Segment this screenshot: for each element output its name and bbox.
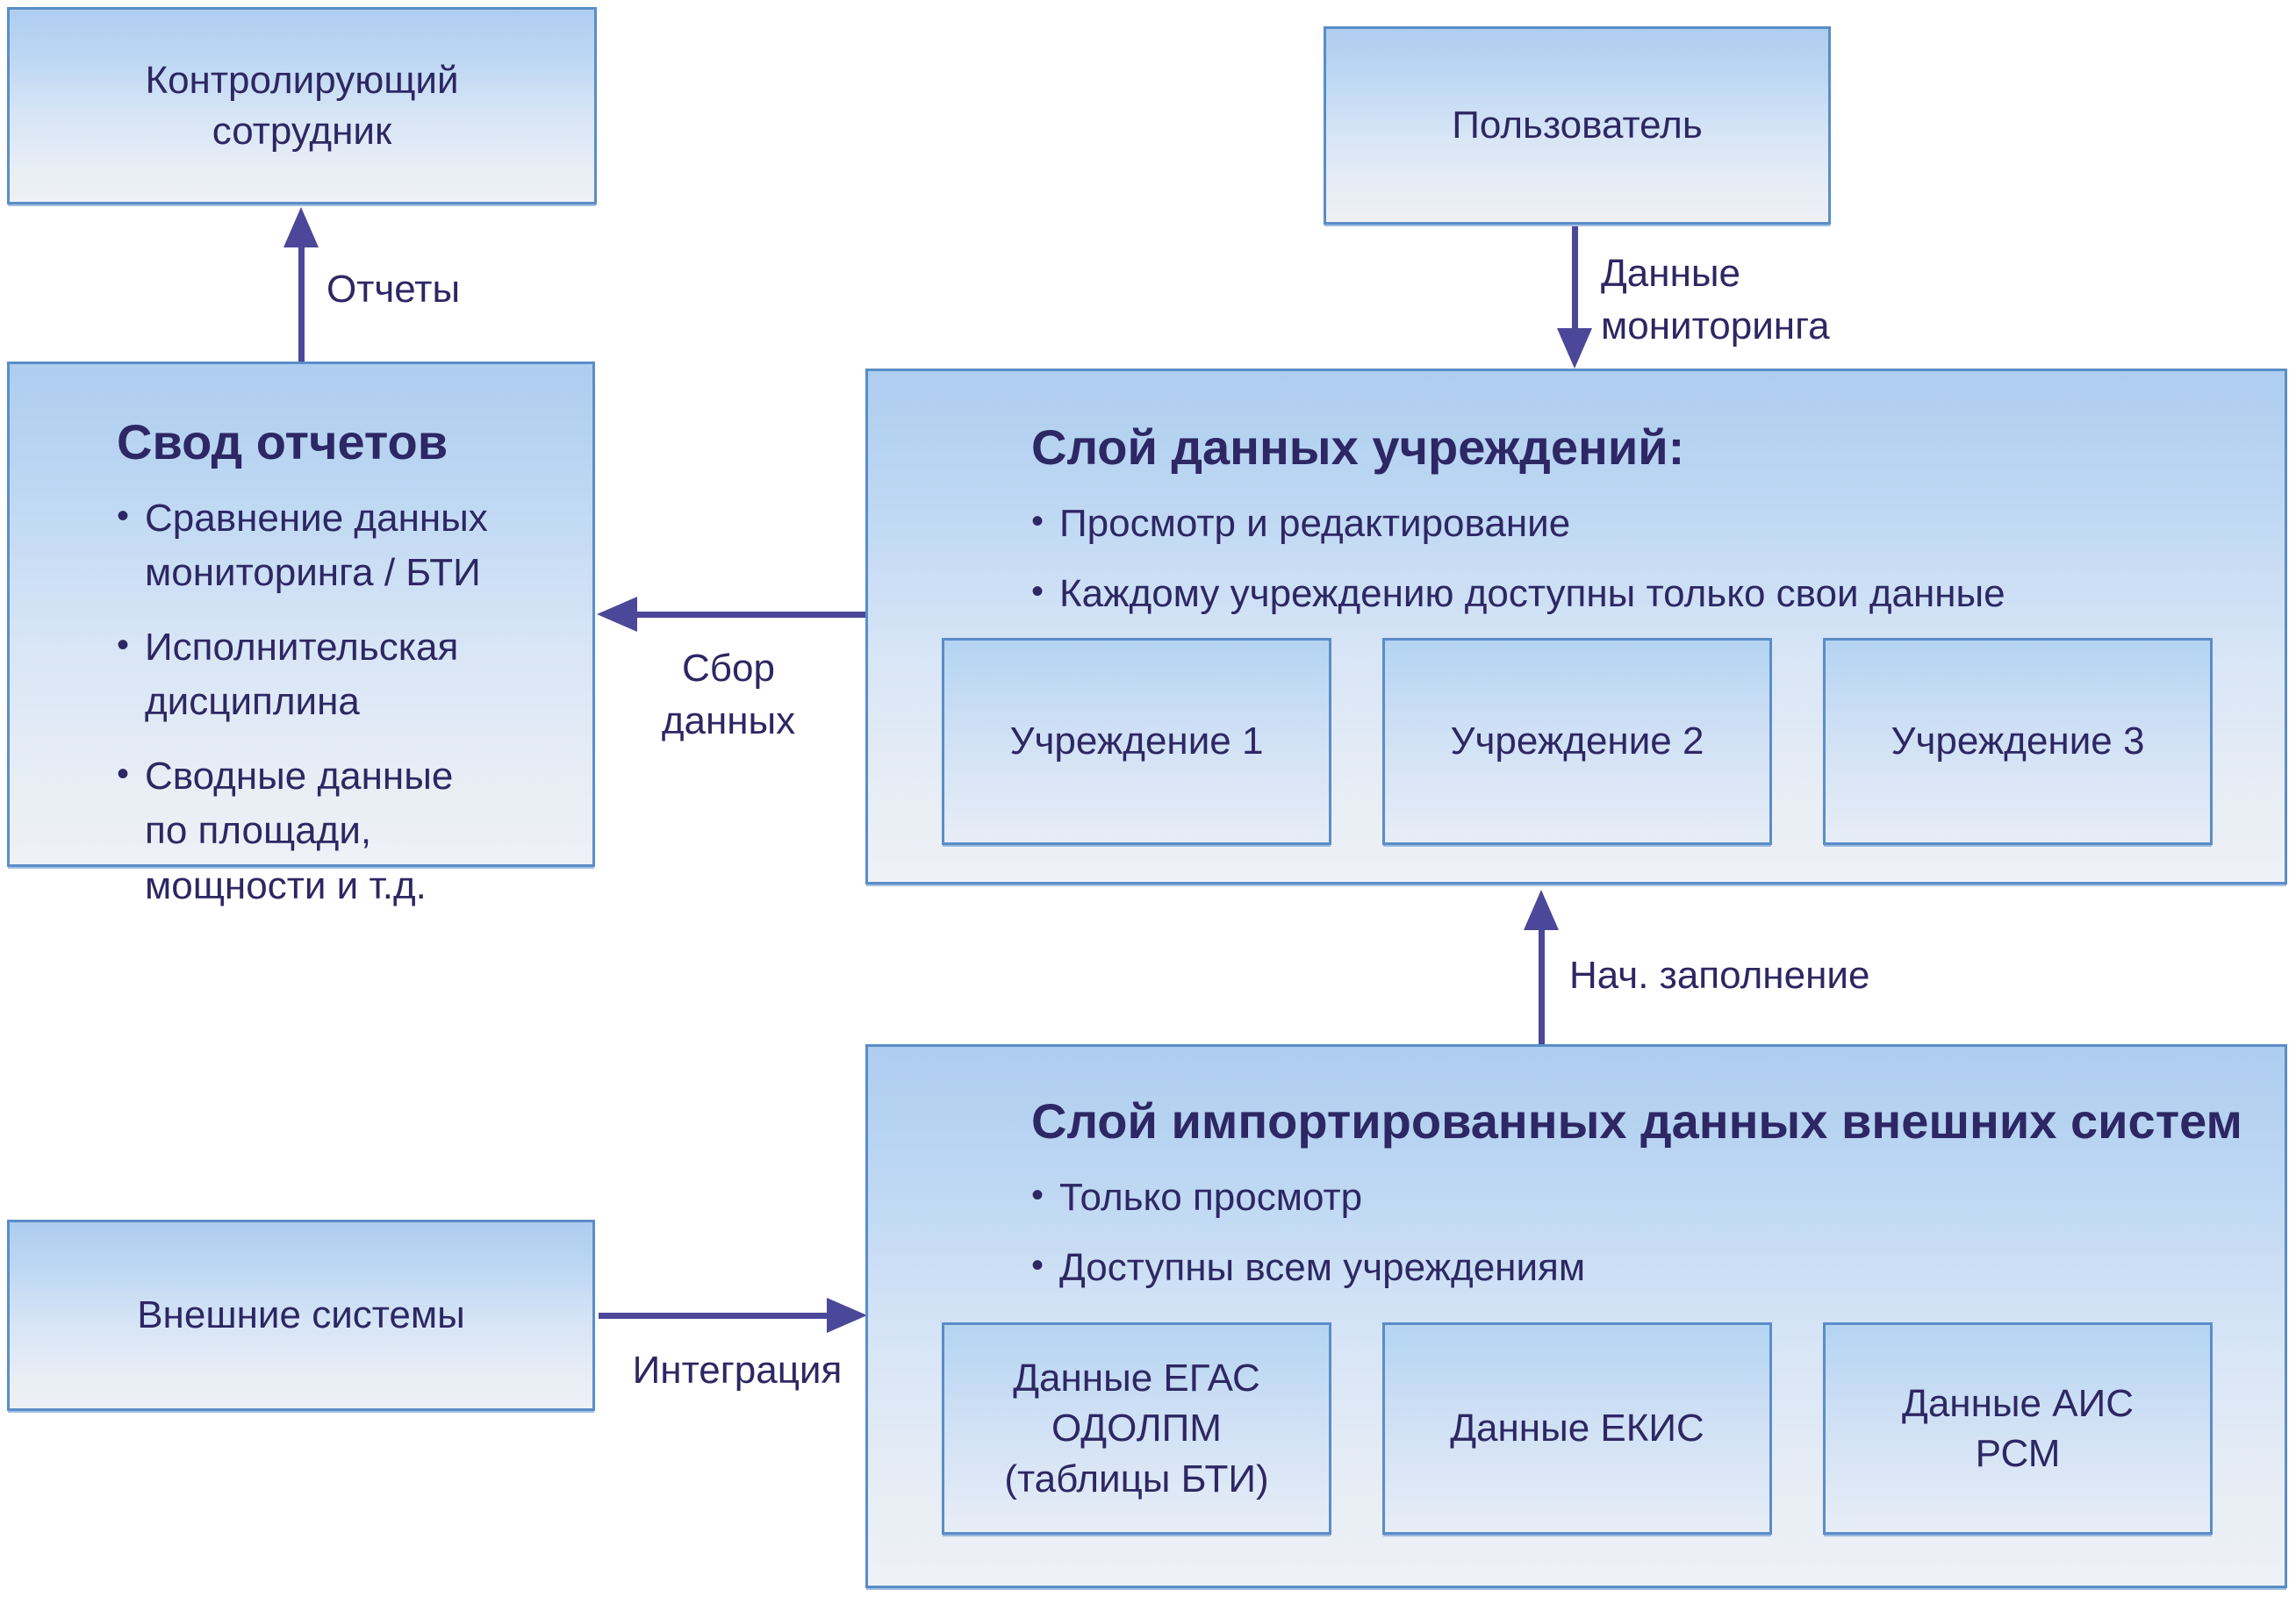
node-institution-3-label: Учреждение 3 xyxy=(1891,720,2145,763)
node-user: Пользователь xyxy=(1324,26,1831,225)
bullet-dot: • xyxy=(117,625,130,664)
bullet-text: Исполнительская дисциплина xyxy=(145,625,459,724)
bullet-item: • Только просмотр xyxy=(1031,1171,2249,1225)
node-institution-2: Учреждение 2 xyxy=(1382,638,1772,845)
bullet-item: • Каждому учреждению доступны только сво… xyxy=(1031,567,2249,621)
arrow-monitoring-head-icon xyxy=(1557,328,1592,369)
bullet-text: Только просмотр xyxy=(1059,1176,1363,1219)
node-institution-layer-title: Слой данных учреждений: xyxy=(1031,419,1685,475)
bullet-dot: • xyxy=(1031,1246,1044,1285)
node-imported-layer-title: Слой импортированных данных внешних сист… xyxy=(1031,1093,2242,1149)
arrow-monitoring-line xyxy=(1572,226,1578,328)
bullet-dot: • xyxy=(1031,572,1044,612)
node-external-systems-label: Внешние системы xyxy=(137,1293,465,1337)
arrow-integration-line xyxy=(599,1313,827,1319)
institution-layer-bullets: • Просмотр и редактирование • Каждому уч… xyxy=(1031,497,2249,622)
arrow-reports-line xyxy=(298,246,305,362)
arrow-init-fill-line xyxy=(1539,928,1545,1044)
bullet-dot: • xyxy=(117,754,130,793)
arrow-integration-head-icon xyxy=(827,1298,867,1333)
node-imported-layer: Слой импортированных данных внешних сист… xyxy=(865,1044,2287,1588)
bullet-item: • Исполнительская дисциплина xyxy=(117,620,557,730)
bullet-text: Сравнение данных мониторинга / БТИ xyxy=(145,497,488,595)
node-report-summary: Свод отчетов • Сравнение данных монитори… xyxy=(7,362,595,907)
bullet-text: Сводные данные по площади, мощности и т.… xyxy=(145,754,454,907)
node-institution-3: Учреждение 3 xyxy=(1823,638,2213,845)
node-ais-rsm-data-label: Данные АИС РСМ xyxy=(1902,1381,2134,1475)
edge-label-integration: Интеграция xyxy=(632,1349,843,1392)
node-institution-layer: Слой данных учреждений: • Просмотр и ред… xyxy=(865,369,2287,884)
institution-children-row: Учреждение 1 Учреждение 2 Учреждение 3 xyxy=(942,638,2213,845)
arrow-reports-head-icon xyxy=(283,207,319,247)
bullet-dot: • xyxy=(1031,502,1044,541)
bullet-text: Доступны всем учреждениям xyxy=(1059,1246,1586,1290)
node-institution-2-label: Учреждение 2 xyxy=(1450,720,1704,763)
node-institution-1-label: Учреждение 1 xyxy=(1009,720,1264,763)
node-external-systems: Внешние системы xyxy=(7,1220,595,1411)
edge-label-monitoring: Данные мониторинга xyxy=(1601,252,1830,347)
node-controlling-employee-label: Контролирующий сотрудник xyxy=(145,59,459,153)
imported-layer-bullets: • Только просмотр • Доступны всем учрежд… xyxy=(1031,1171,2249,1296)
bullet-text: Просмотр и редактирование xyxy=(1059,502,1571,545)
node-ais-rsm-data: Данные АИС РСМ xyxy=(1823,1322,2213,1535)
bullet-dot: • xyxy=(117,497,130,535)
node-egas-data: Данные ЕГАС ОДОЛПМ (таблицы БТИ) xyxy=(942,1322,1331,1535)
bullet-text: Каждому учреждению доступны только свои … xyxy=(1059,572,2005,616)
bullet-item: • Просмотр и редактирование xyxy=(1031,497,2249,551)
node-controlling-employee: Контролирующий сотрудник xyxy=(7,7,597,204)
edge-label-reports: Отчеты xyxy=(326,268,461,311)
edge-label-init-fill: Нач. заполнение xyxy=(1569,954,1870,997)
edge-label-collect: Сбор данных xyxy=(661,647,796,742)
arrow-collect-head-icon xyxy=(597,597,637,632)
node-user-label: Пользователь xyxy=(1452,104,1703,147)
arrow-collect-line xyxy=(635,612,865,618)
bullet-item: • Доступны всем учреждениям xyxy=(1031,1241,2249,1295)
report-summary-bullets: • Сравнение данных мониторинга / БТИ • И… xyxy=(117,491,557,913)
node-institution-1: Учреждение 1 xyxy=(942,638,1331,845)
node-report-summary-title: Свод отчетов xyxy=(117,414,448,469)
imported-children-row: Данные ЕГАС ОДОЛПМ (таблицы БТИ) Данные … xyxy=(942,1322,2213,1535)
bullet-item: • Сравнение данных мониторинга / БТИ xyxy=(117,491,557,601)
node-egas-data-label: Данные ЕГАС ОДОЛПМ (таблицы БТИ) xyxy=(1004,1357,1269,1500)
node-ekis-data: Данные ЕКИС xyxy=(1382,1322,1772,1535)
bullet-item: • Сводные данные по площади, мощности и … xyxy=(117,749,557,913)
arrow-init-fill-head-icon xyxy=(1524,890,1559,930)
bullet-dot: • xyxy=(1031,1176,1044,1214)
node-ekis-data-label: Данные ЕКИС xyxy=(1450,1407,1704,1450)
